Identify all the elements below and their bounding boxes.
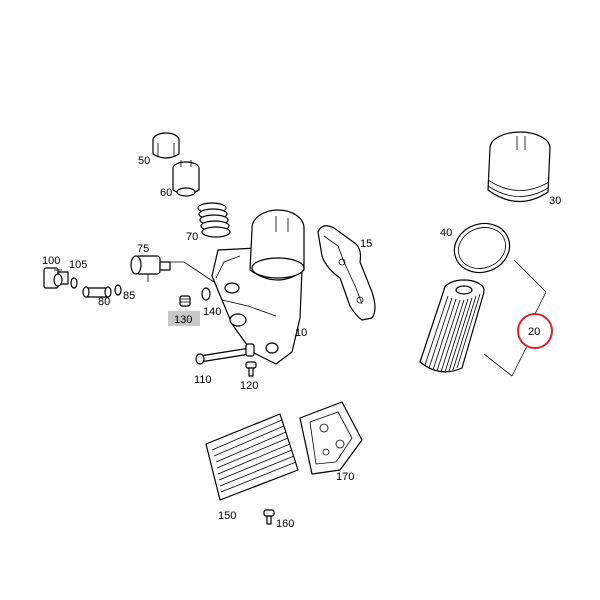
label-30[interactable]: 30 xyxy=(549,195,561,207)
label-110[interactable]: 110 xyxy=(194,374,212,386)
label-120[interactable]: 120 xyxy=(240,380,258,392)
label-10[interactable]: 10 xyxy=(295,327,307,339)
label-170[interactable]: 170 xyxy=(336,471,354,483)
label-80[interactable]: 80 xyxy=(98,296,110,308)
label-20[interactable]: 20 xyxy=(528,326,540,338)
part-130-insert[interactable] xyxy=(179,295,191,307)
label-70[interactable]: 70 xyxy=(186,231,198,243)
part-105-ring[interactable] xyxy=(70,277,78,289)
part-120-bolt[interactable] xyxy=(245,361,257,377)
label-60[interactable]: 60 xyxy=(160,187,172,199)
label-130[interactable]: 130 xyxy=(174,314,192,326)
part-80-plug[interactable] xyxy=(82,286,112,298)
label-140[interactable]: 140 xyxy=(203,306,221,318)
part-60-sensor[interactable] xyxy=(172,160,200,197)
part-140-washer[interactable] xyxy=(201,287,211,301)
label-130-highlight xyxy=(168,311,200,326)
part-110-bolt[interactable] xyxy=(195,343,255,365)
label-160[interactable]: 160 xyxy=(276,518,294,530)
part-labels: 10 15 20 30 40 50 60 70 75 80 85 100 105… xyxy=(42,155,561,530)
part-30-filter-cap[interactable] xyxy=(487,131,551,203)
label-50[interactable]: 50 xyxy=(138,155,150,167)
part-10-filter-housing[interactable] xyxy=(211,209,305,365)
label-100[interactable]: 100 xyxy=(42,255,60,267)
label-150[interactable]: 150 xyxy=(218,510,236,522)
part-20-filter-element[interactable] xyxy=(419,279,485,373)
part-15-housing-gasket[interactable] xyxy=(317,225,376,321)
part-170-cooler-gasket[interactable] xyxy=(299,401,363,475)
label-105[interactable]: 105 xyxy=(69,259,87,271)
part-85-seal[interactable] xyxy=(114,284,122,296)
label-15[interactable]: 15 xyxy=(360,238,372,250)
label-75[interactable]: 75 xyxy=(137,243,149,255)
part-50-cap[interactable] xyxy=(152,132,180,159)
part-70-spring[interactable] xyxy=(197,202,231,238)
label-20-highlight-ring xyxy=(517,313,553,349)
part-75-valve[interactable] xyxy=(130,255,171,282)
part-40-o-ring[interactable] xyxy=(447,216,516,280)
label-40[interactable]: 40 xyxy=(440,227,452,239)
leader-lines xyxy=(54,259,547,377)
part-150-oil-cooler[interactable] xyxy=(205,413,299,501)
part-160-bolt[interactable] xyxy=(263,509,275,525)
part-100-connector[interactable] xyxy=(43,267,69,289)
label-85[interactable]: 85 xyxy=(123,290,135,302)
